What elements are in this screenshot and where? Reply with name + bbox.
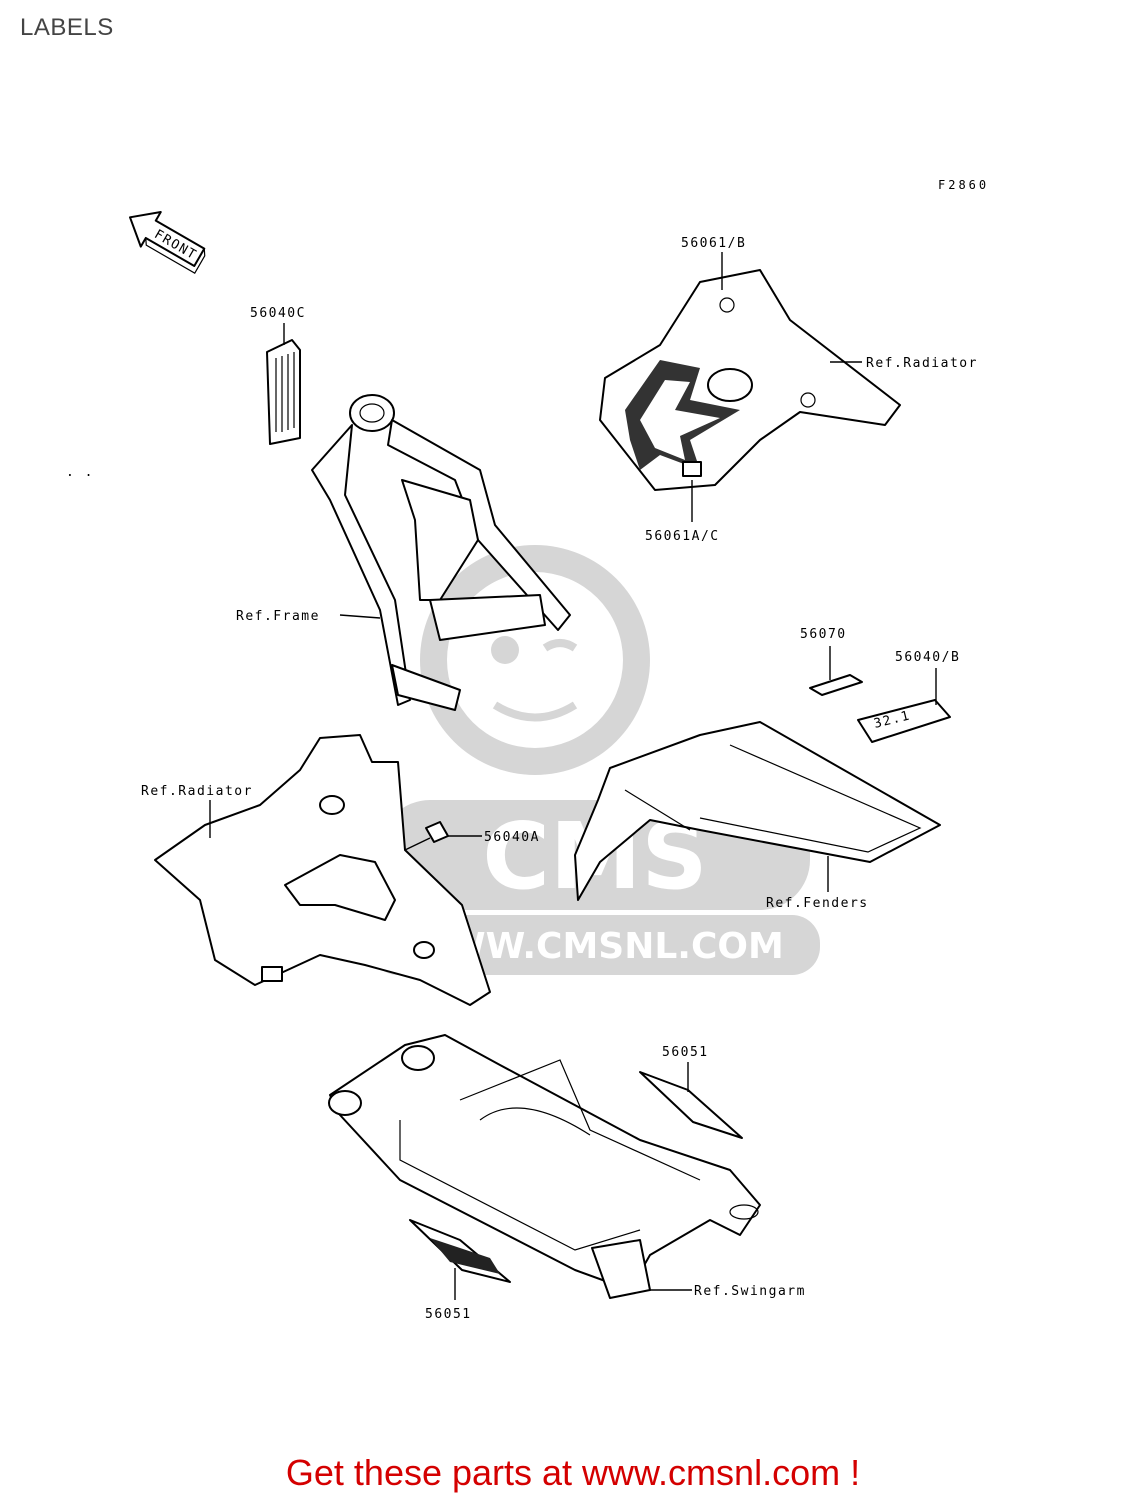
frame-steering-head — [349, 394, 395, 432]
swingarm-arm-lower — [399, 1120, 641, 1251]
label-ref-radiator-left: Ref.Radiator — [141, 784, 253, 799]
leader-56040A-shroud — [404, 837, 431, 851]
label-56040B: 56040/B — [895, 650, 960, 665]
decal-56040C-stripes — [275, 352, 295, 432]
front-arrow-shape — [129, 211, 206, 267]
swingarm-drawing: Ref.Swingarm — [328, 1034, 806, 1299]
radiator-shroud-left: Ref.Radiator — [141, 734, 491, 1006]
shroud-right-hole-1 — [719, 297, 735, 313]
front-arrow-depth — [145, 237, 206, 274]
label-ref-radiator-top: Ref.Radiator — [866, 356, 978, 371]
label-56040C: 56040C — [250, 306, 306, 321]
decal-56051-bottom: 56051 — [409, 1219, 511, 1322]
shroud-left-bolt — [413, 941, 435, 959]
swingarm-pivot-left — [328, 1090, 362, 1116]
shroud-right-hole-2 — [800, 392, 816, 408]
frame-top-tube — [387, 419, 571, 631]
shroud-left-hole — [319, 795, 345, 815]
shroud-right-vent — [707, 368, 753, 402]
label-ref-swingarm: Ref.Swingarm — [694, 1284, 806, 1299]
radiator-shroud-right: 56061/B Ref.Radiator 56061A/C — [599, 236, 978, 544]
decal-56051-bottom-graphic — [430, 1238, 500, 1274]
watermark-mascot-eye-left — [491, 636, 519, 664]
footer-cta[interactable]: Get these parts at www.cmsnl.com ! — [285, 1452, 861, 1493]
frame-down-tube — [311, 424, 411, 706]
label-56070: 56070 — [800, 627, 847, 642]
frame-lower-cradle — [391, 664, 461, 711]
label-56061B: 56061/B — [681, 236, 746, 251]
decal-56070-shape — [809, 674, 863, 696]
rear-fender: Ref.Fenders — [574, 721, 941, 911]
swingarm-chain-slider — [591, 1239, 651, 1299]
decal-56040A: 56040A — [404, 821, 540, 851]
decal-56040C: 56040C — [250, 306, 306, 445]
frame-cross-member — [429, 594, 546, 641]
swingarm-pivot-right — [401, 1045, 435, 1071]
decal-56051-top-shape — [639, 1071, 743, 1139]
shroud-left-tab — [261, 966, 283, 982]
decal-56070: 56070 — [800, 627, 863, 696]
label-56061AC: 56061A/C — [645, 529, 720, 544]
label-56040A: 56040A — [484, 830, 540, 845]
watermark-mascot-eye-right — [542, 639, 578, 652]
decal-56051-top: 56051 — [639, 1045, 743, 1139]
watermark-mascot-smile — [492, 701, 578, 722]
decal-56040C-shape — [266, 339, 301, 445]
shroud-left-vent — [284, 854, 396, 921]
swingarm-axle-slot — [729, 1204, 759, 1220]
fender-stripe — [699, 744, 922, 853]
swingarm-arm-upper — [459, 1059, 701, 1181]
decal-56040B-plate — [857, 699, 951, 743]
label-56051-bottom: 56051 — [425, 1307, 472, 1322]
label-ref-fenders: Ref.Fenders — [766, 896, 869, 911]
decal-56040B: 32.1 56040/B — [857, 650, 960, 743]
label-56051-top: 56051 — [662, 1045, 709, 1060]
frame-steering-bore — [359, 403, 385, 423]
swingarm-outline — [329, 1034, 761, 1291]
front-arrow: FRONT — [129, 211, 206, 274]
decal-56061A-marker — [682, 461, 702, 477]
frame-drawing: Ref.Frame . . — [66, 394, 571, 711]
label-ref-frame: Ref.Frame — [236, 609, 320, 624]
fender-outline — [574, 721, 941, 901]
page-title: LABELS — [20, 14, 114, 41]
shroud-kx-inner — [640, 380, 720, 460]
figure-code: F2860 — [938, 178, 990, 192]
fender-edge — [624, 789, 691, 831]
watermark-url-plate — [370, 915, 820, 975]
swingarm-cross-brace — [479, 1107, 591, 1136]
leader-ref-frame — [339, 614, 381, 619]
stray-marks: . . — [66, 465, 94, 480]
